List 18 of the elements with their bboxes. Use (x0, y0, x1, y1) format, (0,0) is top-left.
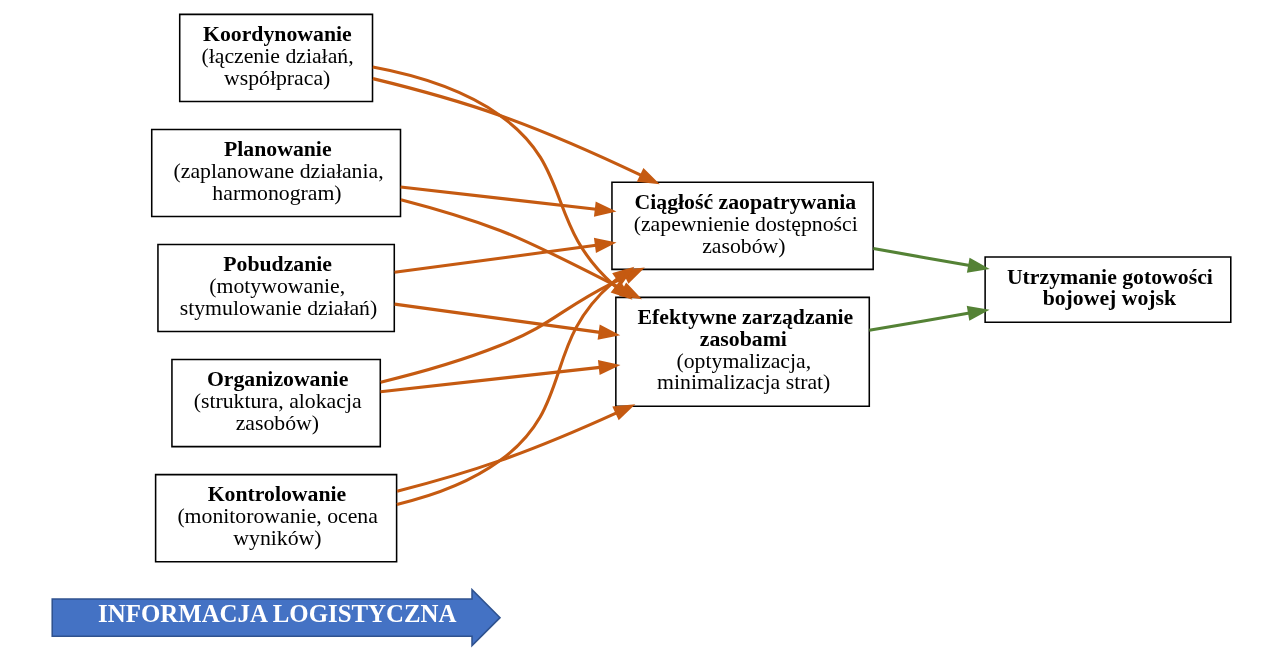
arrow (872, 247, 990, 273)
arrow (379, 359, 620, 394)
arrow (868, 305, 989, 332)
node-box: Organizowanie (struktura, alokacja zasobów) (170, 358, 381, 448)
node-box: Utrzymanie gotowości bojowej wojsk (983, 256, 1232, 323)
arrow (372, 65, 632, 300)
arrow (372, 77, 660, 185)
arrow (399, 185, 616, 217)
node-box: Kontrolowanie (monitorowanie, ocena wyników) (154, 473, 397, 563)
arrow (396, 404, 635, 493)
node-box: Koordynowanie (łączenie działań, współpraca) (178, 13, 373, 103)
node-box: Efektywne zarządzanie zasobami (optymalizacja, minimalizacja strat) (614, 296, 870, 407)
node-box: Planowanie (zaplanowane działania, harmonogram) (150, 128, 401, 218)
arrow (393, 302, 620, 340)
arrow (396, 266, 634, 506)
arrow (393, 237, 617, 274)
node-box: Pobudzanie (motywowanie, stymulowanie działań) (156, 243, 395, 333)
node-box: Ciągłość zaopatrywania (zapewnienie dostępności zasobów) (610, 181, 874, 271)
